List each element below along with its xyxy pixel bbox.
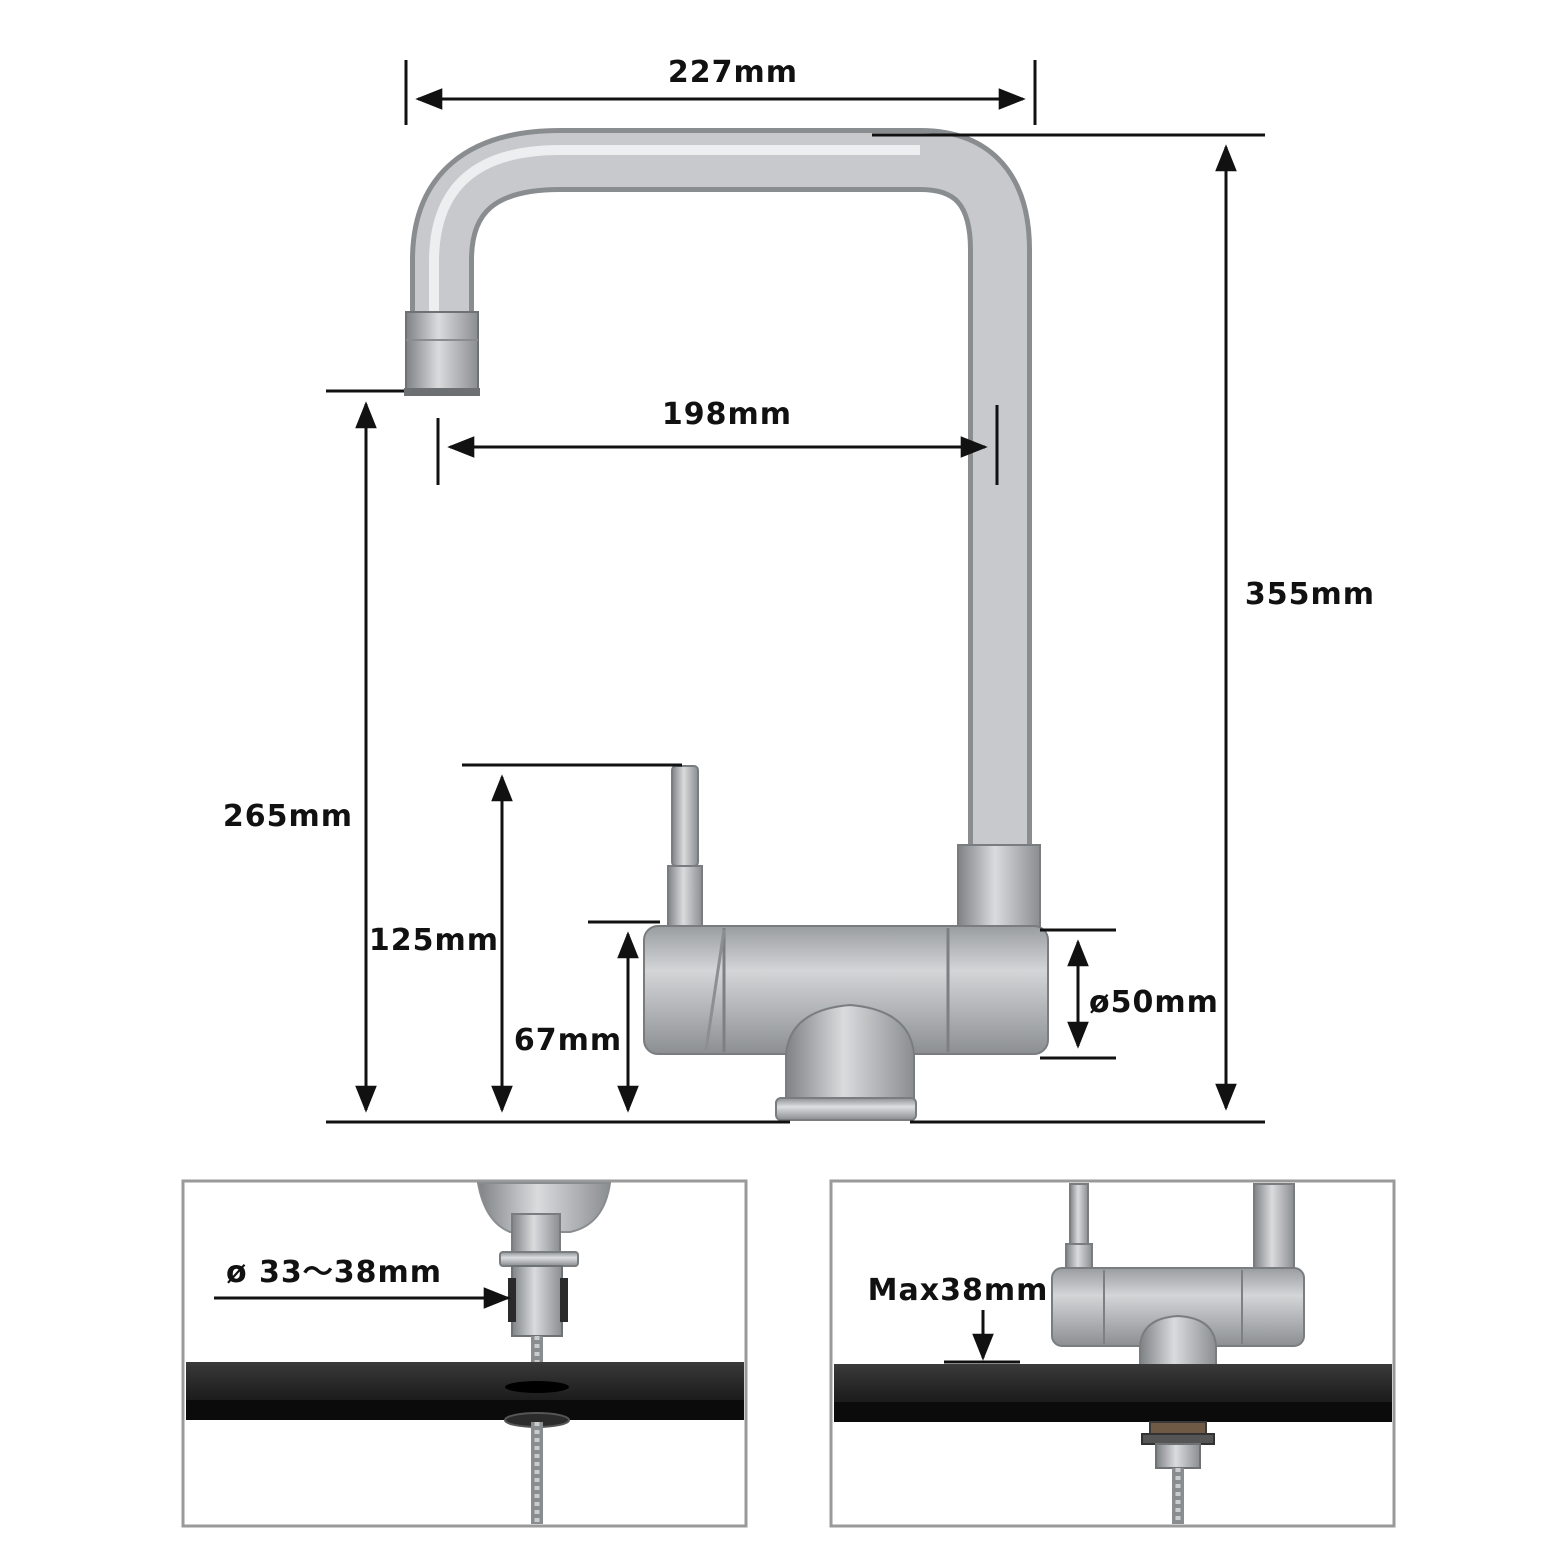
label-spout-reach-total: 227mm	[668, 55, 798, 90]
label-spout-reach-inner: 198mm	[662, 397, 792, 432]
label-body-height: 67mm	[514, 1023, 622, 1058]
inset-hole-diameter: ø 33～38mm	[181, 1179, 748, 1528]
label-spout-height: 265mm	[223, 799, 353, 834]
lever-handle	[671, 765, 699, 867]
inset-max-thickness: Max38mm	[829, 1179, 1396, 1528]
label-body-diameter: ø50mm	[1089, 985, 1219, 1020]
faucet-base-neck	[785, 1003, 915, 1101]
aerator	[405, 311, 479, 395]
faucet-base-ring	[775, 1097, 917, 1121]
threaded-shank	[511, 1265, 563, 1337]
spout-tube	[415, 133, 1027, 870]
label-max-thickness: Max38mm	[868, 1273, 1049, 1308]
label-lever-height: 125mm	[369, 923, 499, 958]
dimension-lines	[326, 60, 1265, 1124]
label-total-height: 355mm	[1245, 577, 1375, 612]
inset-left-frame	[181, 1179, 748, 1528]
label-hole-diameter: ø 33～38mm	[226, 1255, 442, 1290]
faucet-main-view	[404, 128, 1049, 1121]
spout-tube-highlight	[429, 145, 920, 350]
inset-right-frame	[829, 1179, 1396, 1528]
